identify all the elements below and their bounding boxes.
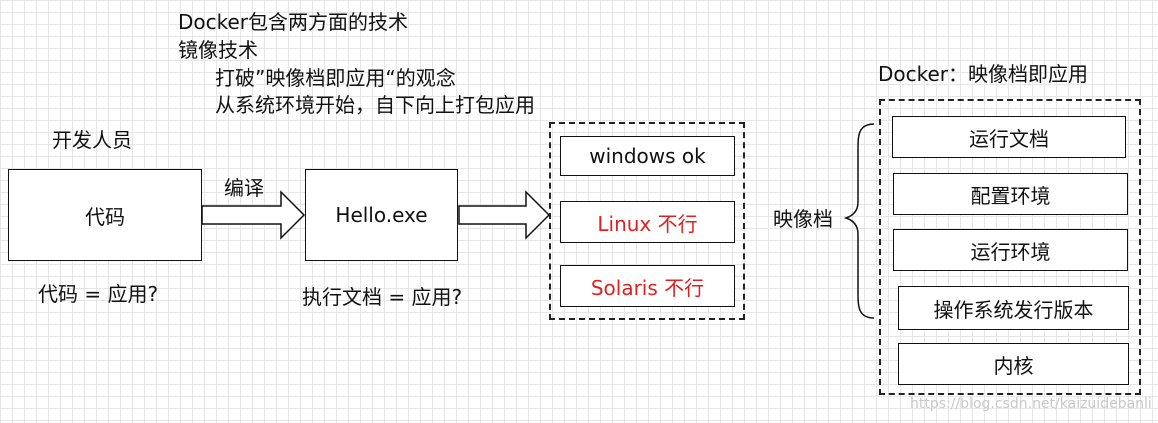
diagram-title: Docker包含两方面的技术 [178, 10, 409, 34]
layer-label: 配置环境 [970, 183, 1051, 208]
os-item-solaris: Solaris 不行 [560, 265, 735, 307]
docker-title: Docker：映像档即应用 [878, 62, 1089, 86]
run-arrow [458, 190, 551, 240]
layer-config-env: 配置环境 [893, 173, 1128, 215]
layer-run-docs: 运行文档 [892, 116, 1126, 158]
developer-label: 开发人员 [52, 128, 132, 152]
exe-box-label: Hello.exe [335, 203, 428, 227]
layer-label: 内核 [993, 353, 1034, 378]
header-line-1: 打破”映像档即应用“的观念 [215, 66, 456, 90]
image-brace [843, 123, 875, 319]
layer-label: 运行环境 [970, 239, 1051, 264]
header-line-2: 从系统环境开始，自下向上打包应用 [215, 93, 535, 117]
code-equals-app-label: 代码 = 应用? [38, 282, 159, 306]
compile-arrow [201, 190, 306, 240]
docker-image-group [879, 99, 1141, 395]
layer-kernel: 内核 [898, 343, 1129, 385]
os-item-label: windows ok [589, 144, 706, 168]
code-box: 代码 [8, 169, 202, 261]
os-item-label: Linux 不行 [597, 211, 698, 236]
layer-os-distro: 操作系统发行版本 [898, 286, 1129, 330]
os-group [549, 122, 745, 320]
exe-box: Hello.exe [305, 169, 458, 261]
os-item-label: Solaris 不行 [590, 275, 705, 300]
code-box-label: 代码 [85, 204, 125, 229]
os-item-windows: windows ok [560, 136, 735, 176]
compile-label: 编译 [224, 176, 264, 200]
layer-runtime-env: 运行环境 [893, 229, 1128, 271]
os-item-linux: Linux 不行 [560, 201, 735, 243]
exe-equals-app-label: 执行文档 = 应用? [302, 285, 463, 309]
layer-label: 操作系统发行版本 [933, 297, 1094, 322]
image-label: 映像档 [773, 207, 833, 231]
diagram-subtitle: 镜像技术 [178, 38, 258, 62]
layer-label: 运行文档 [969, 126, 1049, 151]
watermark: https://blog.csdn.net/kaizuidebanli [910, 396, 1152, 412]
